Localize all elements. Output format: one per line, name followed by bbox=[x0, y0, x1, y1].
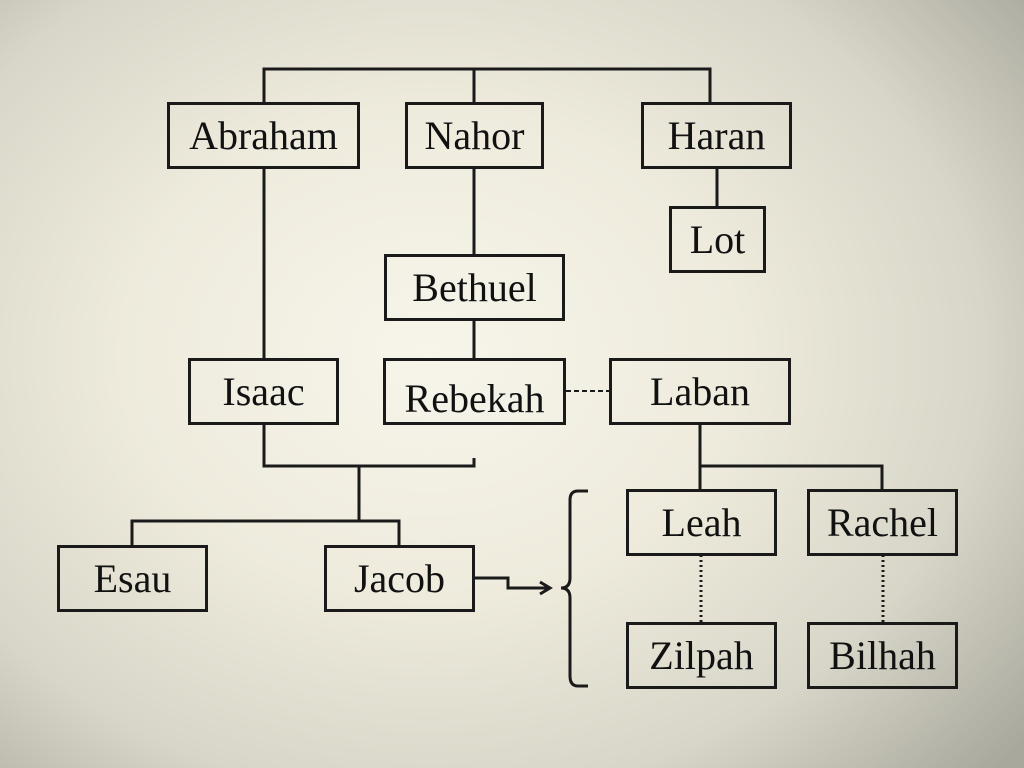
siblings-connector bbox=[262, 67, 712, 103]
jacob-arrow-line bbox=[474, 576, 550, 590]
node-label: Bilhah bbox=[829, 632, 936, 678]
node-isaac: Isaac bbox=[188, 358, 339, 425]
node-jacob: Jacob bbox=[324, 545, 475, 612]
node-haran: Haran bbox=[641, 102, 792, 169]
node-label: Laban bbox=[650, 368, 750, 414]
node-label: Isaac bbox=[222, 368, 305, 414]
node-laban: Laban bbox=[609, 358, 791, 425]
node-label: Lot bbox=[689, 216, 746, 262]
node-esau: Esau bbox=[57, 545, 208, 612]
node-abraham: Abraham bbox=[167, 102, 360, 169]
node-label: Haran bbox=[667, 112, 766, 158]
node-label: Jacob bbox=[353, 555, 446, 601]
node-label: Rachel bbox=[826, 499, 939, 545]
esau-jacob-connector bbox=[130, 519, 401, 546]
node-zilpah: Zilpah bbox=[626, 622, 777, 689]
node-label: Rebekah bbox=[404, 376, 545, 421]
node-label: Zilpah bbox=[649, 632, 754, 678]
isaac-rebekah-marriage bbox=[262, 424, 476, 468]
node-rebekah: Rebekah bbox=[383, 358, 566, 425]
jacob-arrow-head bbox=[539, 580, 553, 596]
node-rachel: Rachel bbox=[807, 489, 958, 556]
node-label: Abraham bbox=[189, 112, 338, 158]
node-label: Esau bbox=[93, 555, 172, 601]
node-label: Nahor bbox=[424, 112, 525, 158]
node-label: Leah bbox=[661, 499, 742, 545]
node-leah: Leah bbox=[626, 489, 777, 556]
node-bilhah: Bilhah bbox=[807, 622, 958, 689]
node-label: Bethuel bbox=[412, 264, 537, 310]
node-lot: Lot bbox=[669, 206, 766, 273]
node-bethuel: Bethuel bbox=[384, 254, 565, 321]
leah-rachel-connector bbox=[700, 464, 884, 490]
node-nahor: Nahor bbox=[405, 102, 544, 169]
wives-brace bbox=[560, 489, 588, 688]
